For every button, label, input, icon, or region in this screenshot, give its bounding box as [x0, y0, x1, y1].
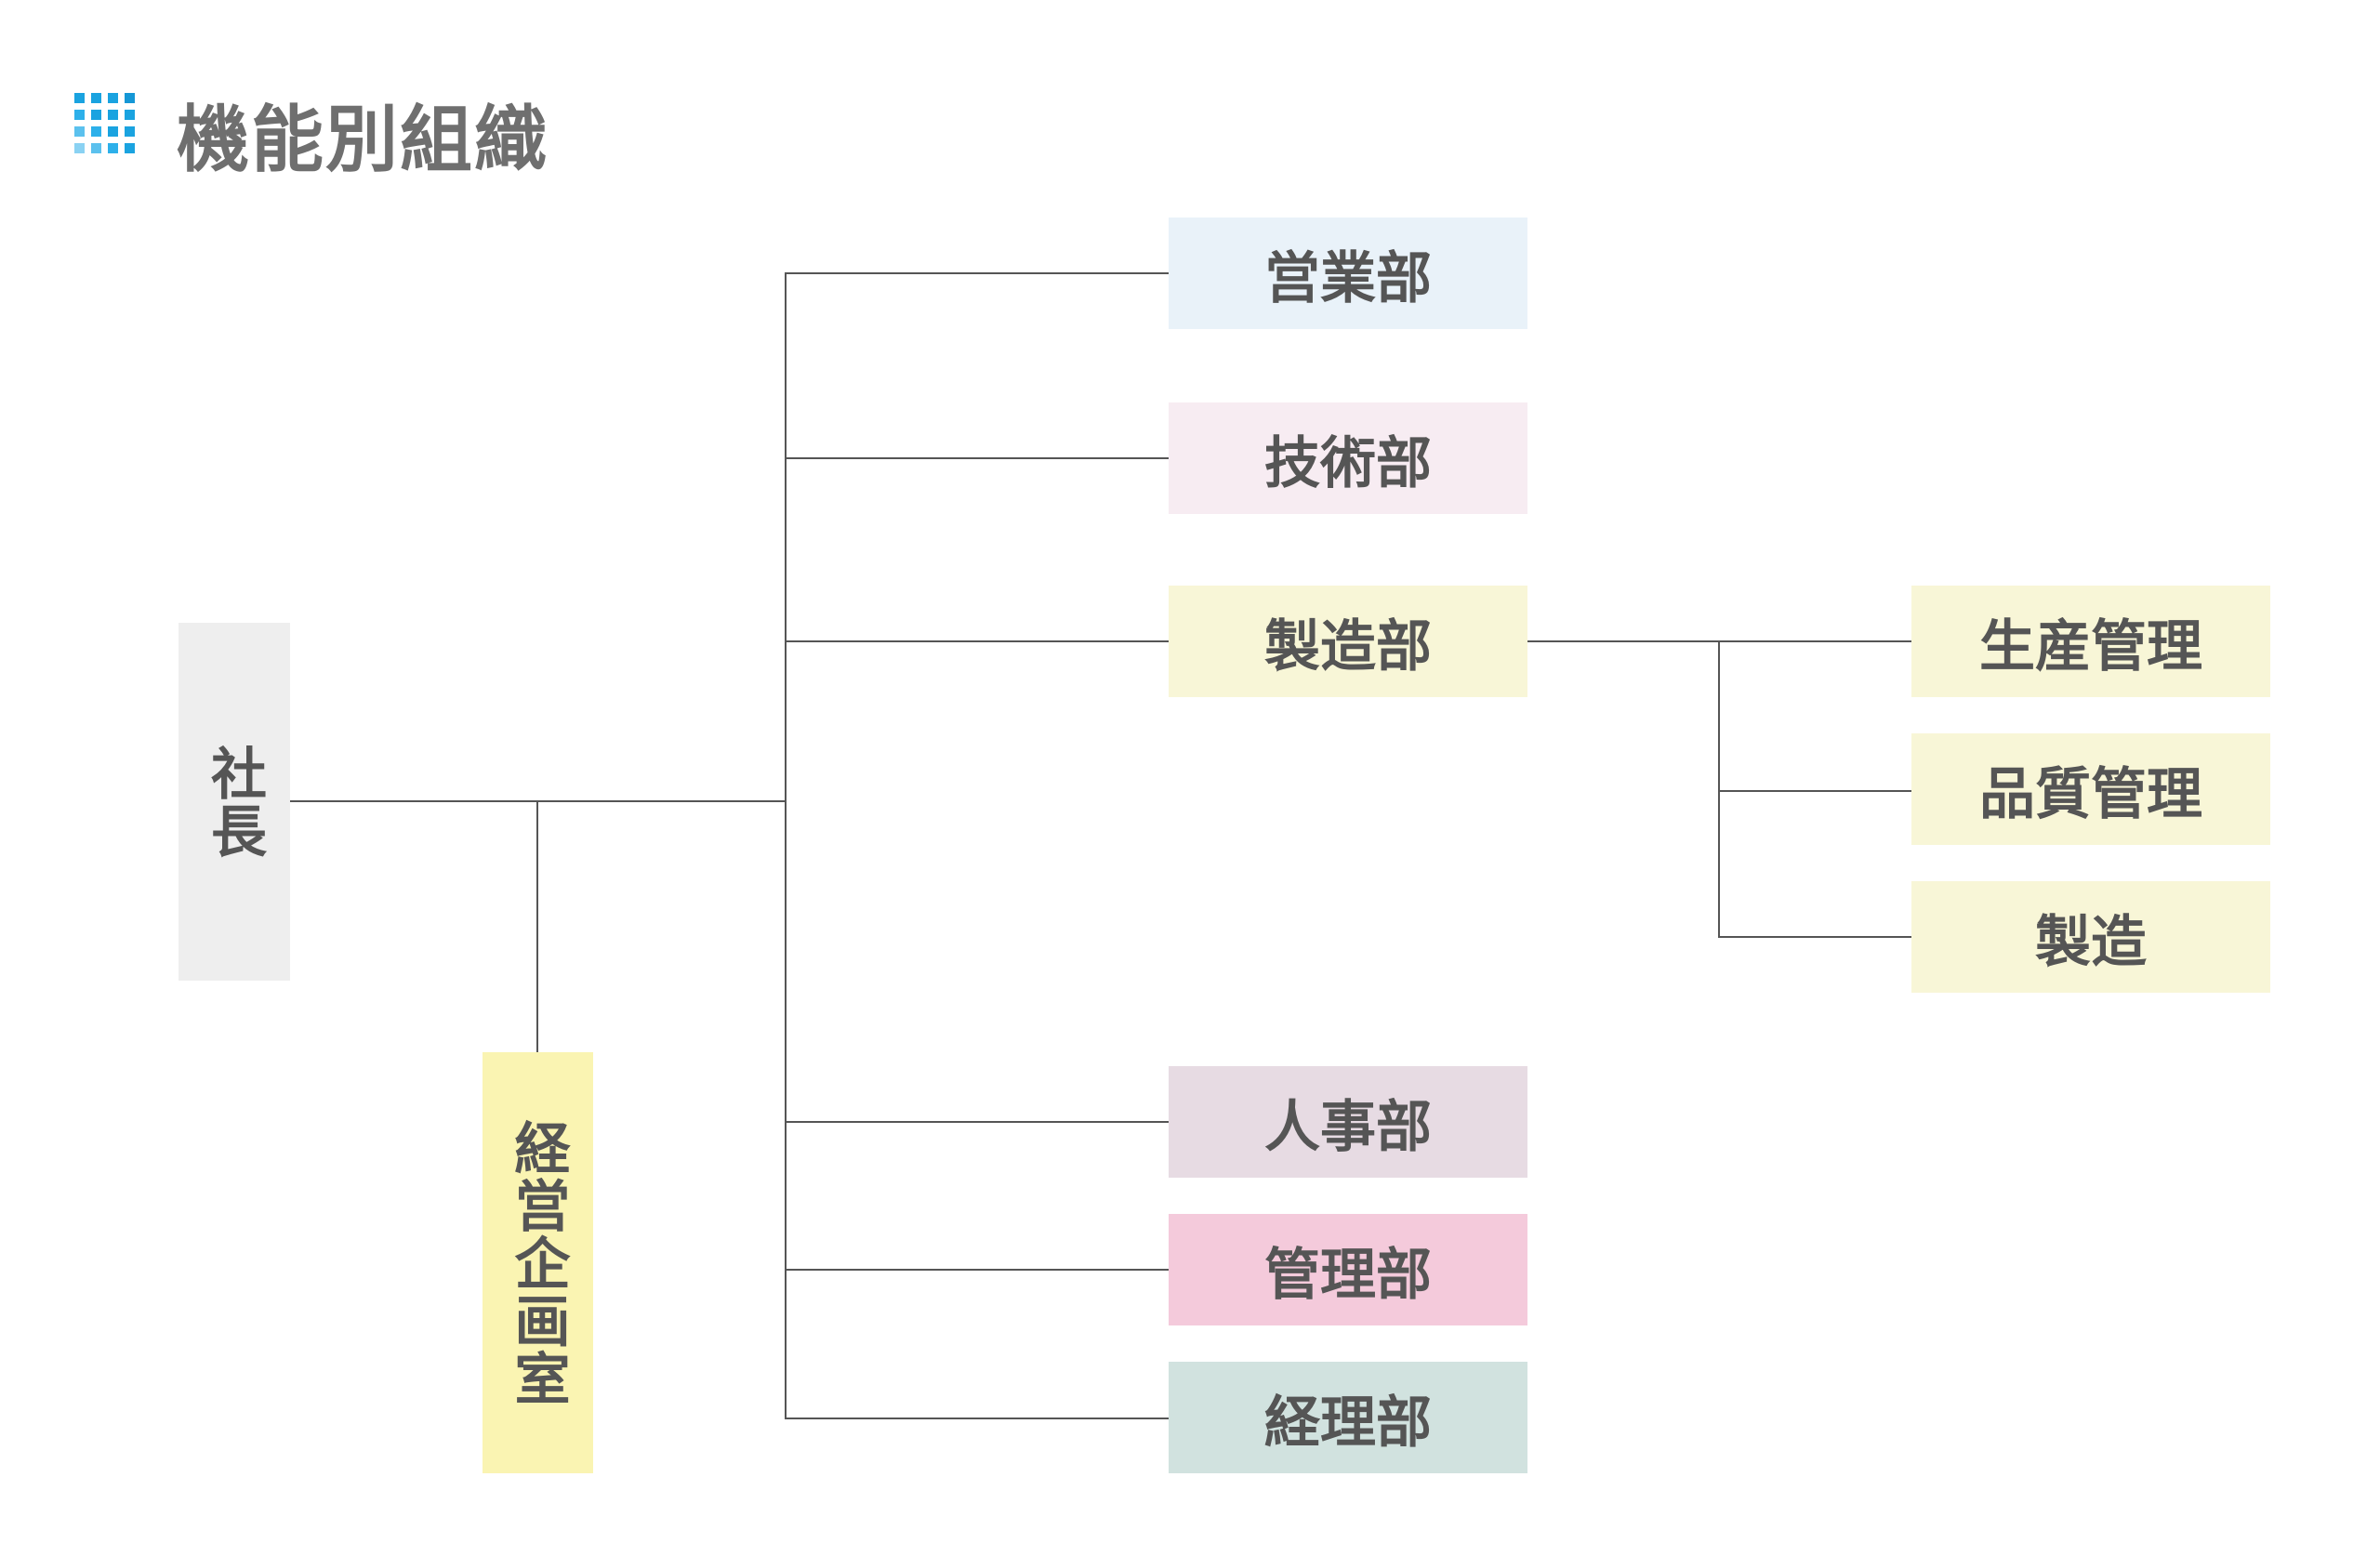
dept-label: 技術部 — [1264, 430, 1432, 496]
dept-accounting: 経理部 — [1169, 1362, 1527, 1473]
page-title: 機能別組織 — [177, 99, 549, 182]
dept-label: 製造部 — [1264, 613, 1432, 679]
connector — [1718, 936, 1911, 938]
dept-label: 人事部 — [1264, 1094, 1432, 1160]
section-production-control: 生産管理 — [1911, 586, 2270, 697]
connector — [1718, 640, 1720, 938]
section-label: 製造 — [2035, 909, 2147, 975]
connector — [785, 272, 1169, 274]
connector — [785, 272, 787, 1419]
connector — [785, 1269, 1169, 1271]
dept-label: 管理部 — [1264, 1242, 1432, 1308]
connector — [785, 640, 1169, 642]
dept-manufacturing: 製造部 — [1169, 586, 1527, 697]
planning-box: 経営企画室 — [483, 1052, 593, 1473]
connector — [785, 1121, 1169, 1123]
planning-label: 経営企画室 — [505, 1118, 570, 1407]
connector — [785, 1418, 1169, 1419]
dept-sales: 営業部 — [1169, 218, 1527, 329]
connector — [785, 457, 1169, 459]
dept-label: 営業部 — [1264, 245, 1432, 311]
section-label: 生産管理 — [1979, 613, 2202, 679]
connector — [290, 800, 787, 802]
section-label: 品質管理 — [1979, 761, 2202, 827]
dept-hr: 人事部 — [1169, 1066, 1527, 1178]
connector — [536, 800, 538, 1052]
section-manufacturing: 製造 — [1911, 881, 2270, 993]
president-label: 社長 — [201, 744, 267, 860]
president-box: 社長 — [178, 623, 290, 981]
dept-admin: 管理部 — [1169, 1214, 1527, 1325]
section-quality-control: 品質管理 — [1911, 733, 2270, 845]
grid-icon — [74, 93, 139, 160]
connector — [1718, 790, 1911, 792]
dept-label: 経理部 — [1264, 1390, 1432, 1456]
dept-engineering: 技術部 — [1169, 402, 1527, 514]
